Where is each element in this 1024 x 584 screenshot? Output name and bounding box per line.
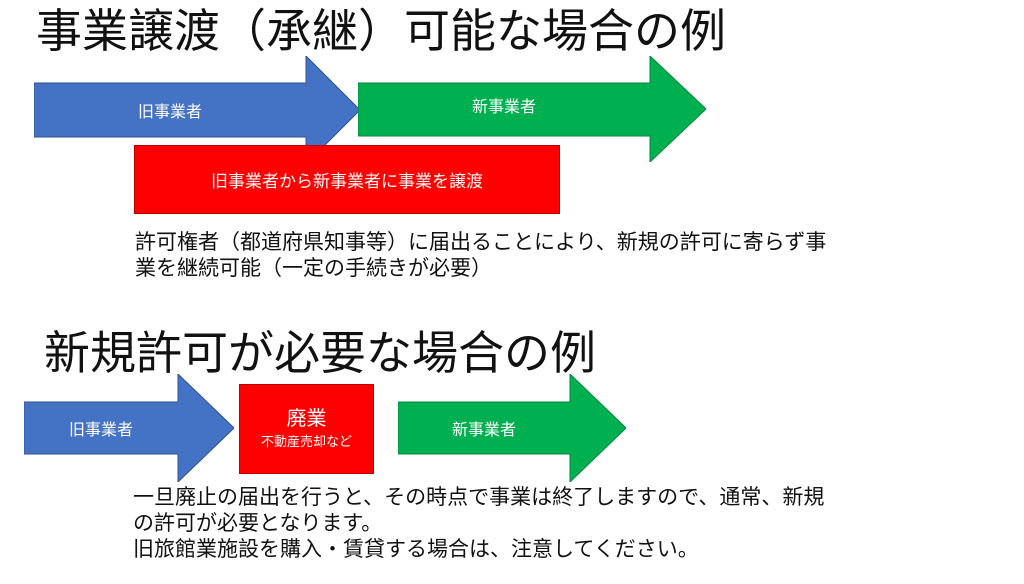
section2-description: 一旦廃止の届出を行うと、その時点で事業は終了しますので、通常、新規 の許可が必要… [133,484,824,562]
section1-description: 許可権者（都道府県知事等）に届出ることにより、新規の許可に寄らず事 業を継続可能… [135,229,826,281]
section1-title: 事業譲渡（承継）可能な場合の例 [36,4,726,58]
old-operator-arrow: 旧事業者 [34,56,360,164]
section1-desc-line2: 業を継続可能（一定の手続きが必要） [135,256,492,280]
section2-title: 新規許可が必要な場合の例 [44,326,596,380]
closure-box: 廃業 不動産売却など [239,384,374,474]
closure-sub-label: 不動産売却など [260,435,352,450]
old-operator-label-2: 旧事業者 [68,420,133,439]
transfer-box-label: 旧事業者から新事業者に事業を譲渡 [211,172,483,192]
closure-main-label: 廃業 [286,406,327,430]
new-operator-arrow: 新事業者 [358,56,706,162]
old-operator-label: 旧事業者 [137,102,202,121]
section2-desc-line1: 一旦廃止の届出を行うと、その時点で事業は終了しますので、通常、新規 [133,485,825,509]
section1-desc-line1: 許可権者（都道府県知事等）に届出ることにより、新規の許可に寄らず事 [135,230,827,254]
new-operator-label-2: 新事業者 [451,420,516,439]
old-operator-arrow-2: 旧事業者 [24,374,234,482]
section2-desc-line2: の許可が必要となります。 [133,511,383,535]
section2-desc-line3: 旧旅館業施設を購入・賃貸する場合は、注意してください。 [133,537,699,561]
new-operator-arrow-2: 新事業者 [398,374,626,482]
new-operator-label: 新事業者 [471,97,536,116]
transfer-box: 旧事業者から新事業者に事業を譲渡 [134,145,560,214]
